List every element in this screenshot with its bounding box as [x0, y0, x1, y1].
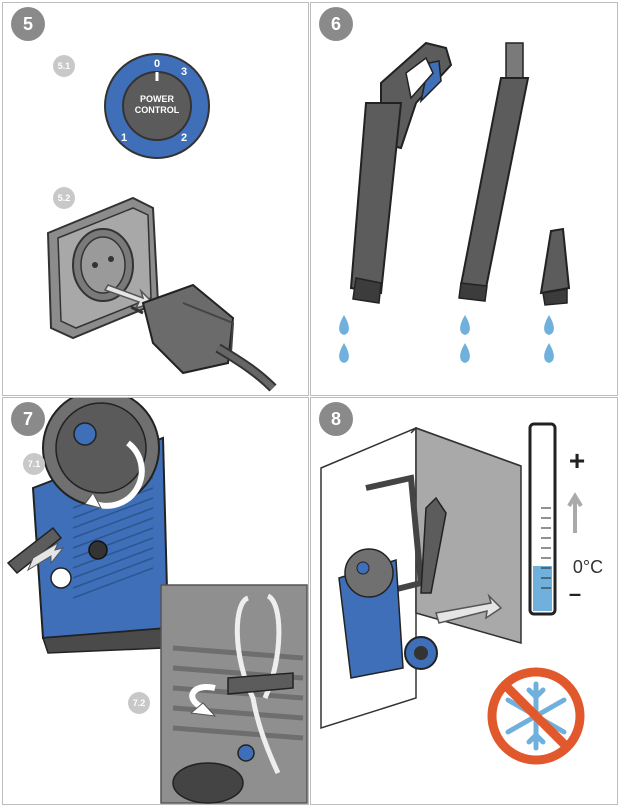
- thermometer-plus: +: [569, 445, 585, 476]
- dial-pos-0: 0: [154, 58, 160, 70]
- step-6-badge: 6: [319, 7, 353, 41]
- step-8-badge: 8: [319, 402, 353, 436]
- dial-pos-3: 3: [181, 66, 187, 78]
- thermometer-icon: [528, 422, 583, 616]
- cord-hook-icon: [160, 584, 308, 804]
- wall-socket-icon: [46, 196, 160, 340]
- panel-step-7: 7 7.1 7.2: [2, 397, 309, 805]
- substep-7-2-badge: 7.2: [128, 692, 150, 714]
- dial-pos-1: 1: [121, 132, 127, 144]
- nozzle-icon: [539, 227, 571, 306]
- hose-reel-icon: [42, 398, 160, 507]
- water-drop-icon: [339, 315, 554, 363]
- substep-5-1-badge: 5.1: [53, 55, 75, 77]
- panel-step-8: 8 +: [310, 397, 618, 805]
- gun-handle-icon: [349, 41, 453, 304]
- temperature-label: 0°C: [573, 557, 603, 577]
- pressure-washer-icon: [6, 398, 170, 654]
- plug-icon: [130, 283, 277, 392]
- thermometer-minus: –: [569, 581, 581, 606]
- step-5-badge: 5: [11, 7, 45, 41]
- power-dial-icon: POWER CONTROL 0 3 1 2: [46, 53, 277, 392]
- step-7-badge: 7: [11, 402, 45, 436]
- panel-step-5: 5 5.1 5.2 POWER CONTROL 0 3 1 2: [2, 2, 309, 396]
- substep-5-2-badge: 5.2: [53, 187, 75, 209]
- dial-label-power: POWER: [140, 94, 175, 104]
- panel-step-6: 6: [310, 2, 618, 396]
- lance-icon: [458, 42, 530, 302]
- pressure-washer-icon-step8: [338, 474, 447, 679]
- no-frost-icon: [487, 667, 585, 765]
- dial-label-control: CONTROL: [135, 105, 180, 115]
- dial-pos-2: 2: [181, 132, 187, 144]
- substep-7-1-badge: 7.1: [23, 453, 45, 475]
